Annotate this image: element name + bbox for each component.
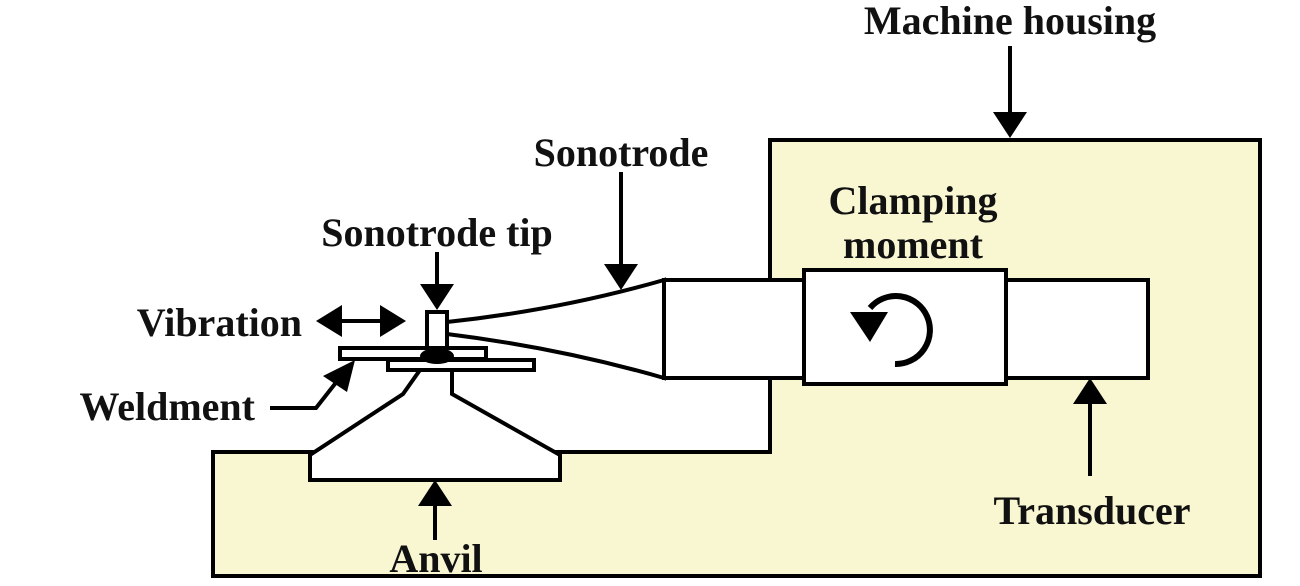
label-sonotrode-tip: Sonotrode tip <box>321 210 553 255</box>
sonotrode-body <box>662 278 806 380</box>
anvil <box>308 368 562 482</box>
rotation-arrow-icon <box>867 293 933 368</box>
label-vibration: Vibration <box>137 300 302 345</box>
weldment-lower-plate <box>386 358 536 372</box>
weldment-arrow-icon <box>270 378 340 410</box>
label-transducer: Transducer <box>993 488 1190 533</box>
sonotrode-tip <box>425 310 449 350</box>
weld-nugget <box>420 348 454 364</box>
label-anvil: Anvil <box>389 536 482 581</box>
label-weldment: Weldment <box>79 384 255 429</box>
label-moment: moment <box>843 222 984 267</box>
label-machine-housing: Machine housing <box>864 0 1156 43</box>
weldment-upper-plate <box>338 346 488 361</box>
clamping-block <box>802 268 1008 386</box>
transducer <box>1004 278 1150 380</box>
label-sonotrode: Sonotrode <box>534 130 709 175</box>
label-clamping: Clamping <box>829 178 998 223</box>
rotation-arrowhead-icon <box>850 312 888 342</box>
